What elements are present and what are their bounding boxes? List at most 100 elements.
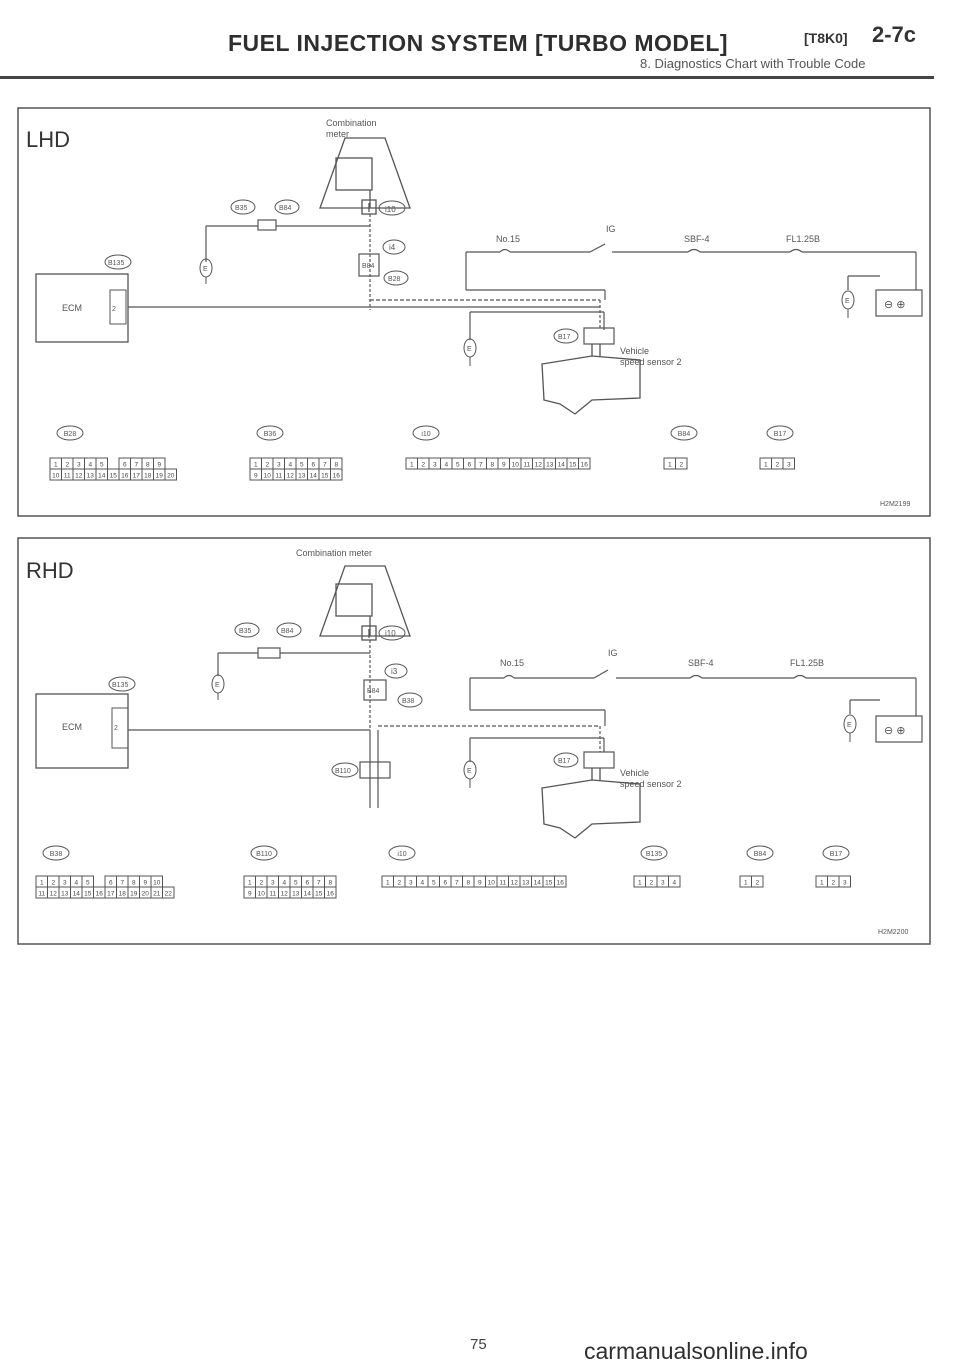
svg-text:B17: B17 — [558, 334, 571, 341]
svg-text:i3: i3 — [391, 667, 398, 676]
pin-cell — [324, 886, 337, 899]
svg-text:B17: B17 — [558, 758, 571, 765]
pin-number: 6 — [109, 880, 113, 887]
pin-number: 14 — [310, 473, 318, 480]
pinout-label: B36 — [264, 431, 277, 438]
pin-number: 7 — [120, 880, 124, 887]
pin-number: 16 — [327, 891, 335, 898]
pin-number: 9 — [248, 891, 252, 898]
lhd-panel — [17, 107, 931, 517]
pin-number: 13 — [87, 473, 95, 480]
pin-number: 15 — [321, 473, 329, 480]
pinout-label: B28 — [64, 431, 77, 438]
pin-cell — [838, 875, 851, 888]
pin-number: 19 — [156, 473, 164, 480]
pin-number: 14 — [558, 462, 566, 469]
pin-number: 20 — [167, 473, 175, 480]
rhd-ecm: ECM 2 — [35, 693, 129, 769]
pin-number: 14 — [304, 891, 312, 898]
lhd-ground-3: E — [841, 290, 855, 318]
pin-number: 10 — [488, 880, 496, 887]
pin-number: 16 — [333, 473, 341, 480]
page-subtitle: 8. Diagnostics Chart with Trouble Code — [640, 56, 866, 71]
rhd-b17-tag: B17 — [553, 752, 579, 768]
pin-number: 14 — [534, 880, 542, 887]
pin-number: 15 — [84, 891, 92, 898]
pin-number: 14 — [73, 891, 81, 898]
pin-number: 4 — [74, 880, 78, 887]
pin-number: 12 — [535, 462, 543, 469]
svg-text:2: 2 — [114, 725, 118, 732]
pinout-tag-i10 — [412, 425, 440, 441]
pinout-label: B84 — [754, 851, 767, 858]
pin-number: 14 — [98, 473, 106, 480]
pin-cell — [164, 468, 177, 481]
svg-text:i4: i4 — [389, 243, 396, 252]
pin-number: 8 — [132, 880, 136, 887]
pin-number: 3 — [843, 880, 847, 887]
pin-number: 3 — [271, 880, 275, 887]
svg-text:2: 2 — [112, 306, 116, 313]
pin-number: 3 — [277, 462, 281, 469]
pin-number: 12 — [287, 473, 295, 480]
svg-text:B35: B35 — [239, 628, 252, 635]
svg-text:i10: i10 — [385, 629, 396, 638]
lhd-diagram: LHD Combination meter i10 B35 B84 — [26, 118, 923, 508]
pin-cell — [782, 457, 795, 470]
pinout-label: i10 — [397, 851, 406, 858]
svg-text:⊖ ⊕: ⊖ ⊕ — [884, 299, 906, 311]
pin-number: 15 — [315, 891, 323, 898]
pinout-label: B17 — [830, 851, 843, 858]
pin-number: 13 — [522, 880, 530, 887]
pin-number: 11 — [269, 891, 276, 898]
pin-number: 1 — [40, 880, 44, 887]
pin-number: 2 — [831, 880, 835, 887]
lhd-fuse-no15: No.15 — [496, 234, 520, 244]
pin-number: 8 — [334, 462, 338, 469]
pin-number: 6 — [467, 462, 471, 469]
svg-text:E: E — [847, 722, 852, 729]
pin-number: 7 — [455, 880, 459, 887]
lhd-vss-label-2: speed sensor 2 — [620, 357, 682, 367]
pin-number: 3 — [661, 880, 665, 887]
pinout-tag-b17 — [822, 845, 850, 861]
pin-number: 13 — [298, 473, 306, 480]
rhd-ground-1: E — [211, 674, 225, 700]
pin-number: 16 — [121, 473, 129, 480]
pin-number: 3 — [63, 880, 67, 887]
pin-number: 1 — [386, 880, 390, 887]
pinout-label: B38 — [50, 851, 63, 858]
pin-number: 17 — [133, 473, 141, 480]
svg-text:B84: B84 — [367, 688, 380, 695]
lhd-vss-label-1: Vehicle — [620, 346, 649, 356]
pin-number: 4 — [444, 462, 448, 469]
pin-number: 8 — [146, 462, 150, 469]
rhd-b84-tag: B84 — [276, 622, 302, 638]
pin-number: 12 — [75, 473, 83, 480]
pin-number: 2 — [51, 880, 55, 887]
pin-number: 10 — [264, 473, 272, 480]
lhd-meter-label-1: Combination — [326, 118, 377, 128]
pin-number: 12 — [511, 880, 519, 887]
pin-number: 5 — [100, 462, 104, 469]
pin-number: 1 — [668, 462, 672, 469]
pin-number: 11 — [64, 473, 71, 480]
rhd-combination-meter — [319, 565, 411, 641]
lhd-b84-tag: B84 — [274, 199, 300, 215]
pin-number: 10 — [258, 891, 266, 898]
pinout-tag-b84 — [746, 845, 774, 861]
lhd-label: LHD — [26, 127, 70, 152]
lhd-meter-label-2: meter — [326, 129, 349, 139]
svg-text:E: E — [845, 298, 850, 305]
svg-text:E: E — [467, 346, 472, 353]
svg-text:E: E — [467, 768, 472, 775]
svg-text:B135: B135 — [108, 260, 124, 267]
rhd-i10-tag: i10 — [378, 625, 406, 641]
rhd-i3-tag: i3 — [384, 663, 408, 679]
pin-number: 18 — [144, 473, 152, 480]
svg-text:B110: B110 — [335, 768, 351, 775]
rhd-label: RHD — [26, 558, 74, 583]
pin-number: 5 — [294, 880, 298, 887]
pin-number: 8 — [328, 880, 332, 887]
page-title: FUEL INJECTION SYSTEM [TURBO MODEL] — [228, 30, 729, 56]
